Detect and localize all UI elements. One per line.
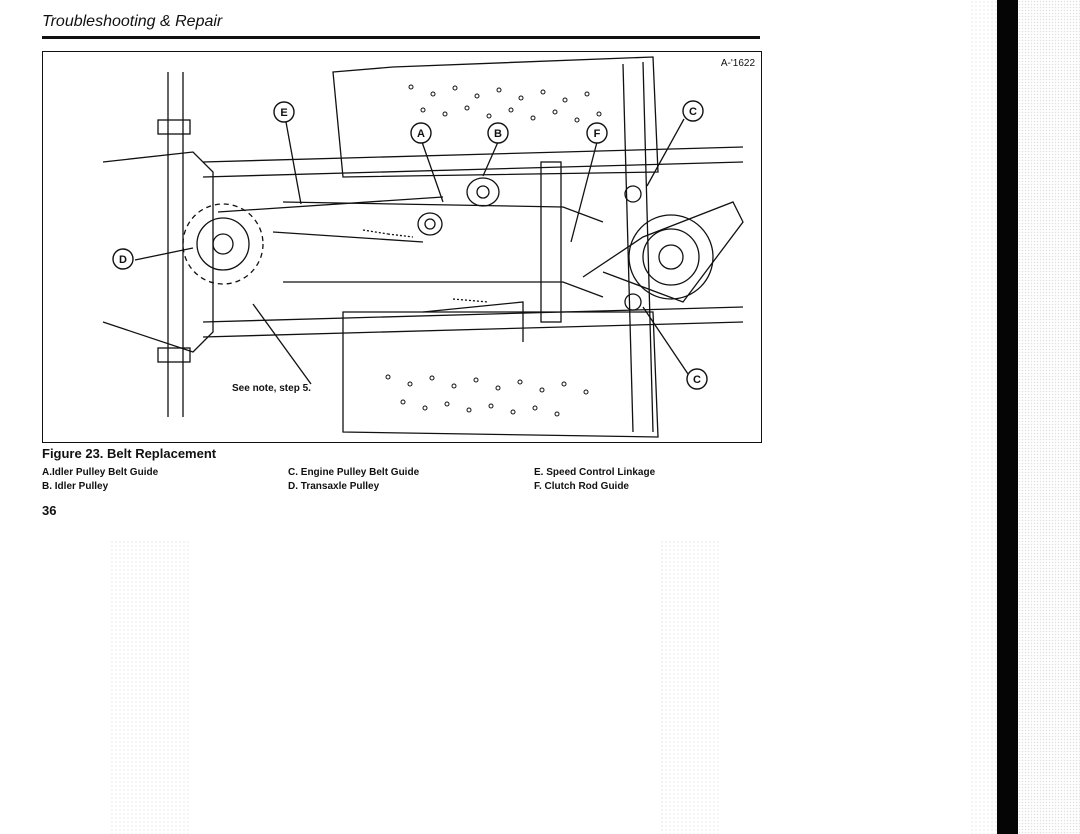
binding-edge xyxy=(997,0,1018,834)
figure-note: See note, step 5. xyxy=(232,383,311,394)
figure-code: A-'1622 xyxy=(720,58,755,69)
scan-noise xyxy=(660,540,720,834)
page-header-title: Troubleshooting & Repair xyxy=(42,13,223,30)
legend-item: F. Clutch Rod Guide xyxy=(534,481,629,492)
header-rule xyxy=(42,36,760,39)
legend-item: D. Transaxle Pulley xyxy=(288,481,380,492)
legend-item: A.Idler Pulley Belt Guide xyxy=(42,467,159,478)
scan-noise xyxy=(110,540,190,834)
legend-item: C. Engine Pulley Belt Guide xyxy=(288,467,420,478)
callout-e: E xyxy=(280,107,287,119)
callout-d: D xyxy=(119,254,127,266)
callout-f: F xyxy=(594,128,601,140)
legend-item: B. Idler Pulley xyxy=(42,481,109,492)
belt-replacement-diagram: E A B F C D C xyxy=(102,56,744,438)
figure-frame: E A B F C D C A-'1622 See note, step 5. xyxy=(42,51,762,443)
callout-c-bottom: C xyxy=(693,374,701,386)
figure-caption-title: Figure 23. Belt Replacement xyxy=(42,446,217,461)
callout-b: B xyxy=(494,128,502,140)
callout-c-top: C xyxy=(689,106,697,118)
binding-edge-texture xyxy=(1018,0,1080,834)
legend-column-3: E. Speed Control Linkage F. Clutch Rod G… xyxy=(534,466,655,494)
legend-column-1: A.Idler Pulley Belt Guide B. Idler Pulle… xyxy=(42,466,158,494)
scan-noise xyxy=(970,0,997,834)
legend-item: E. Speed Control Linkage xyxy=(534,467,656,478)
page-number: 36 xyxy=(42,503,57,518)
callout-a: A xyxy=(417,128,425,140)
legend-column-2: C. Engine Pulley Belt Guide D. Transaxle… xyxy=(288,466,419,494)
